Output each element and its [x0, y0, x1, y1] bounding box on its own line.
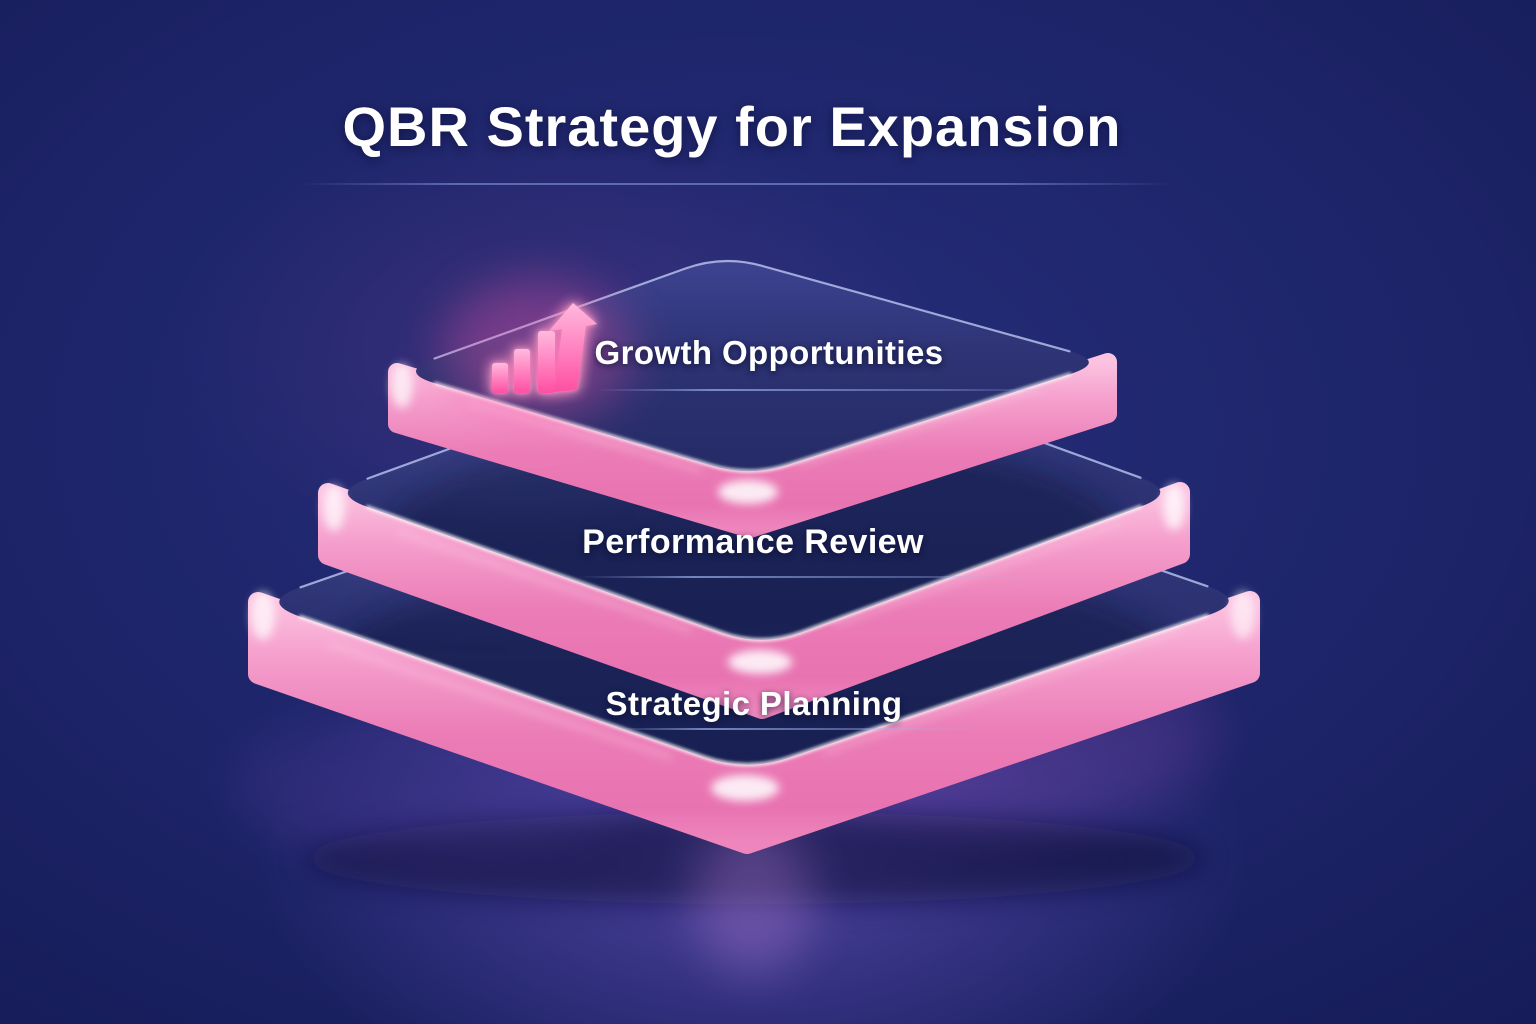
strategic-label-underline [612, 728, 984, 730]
layer-label-growth-opportunities: Growth Opportunities [594, 334, 944, 371]
performance-label-underline [578, 576, 1038, 578]
growth-trend-icon [442, 280, 632, 424]
layer-label-performance-review: Performance Review [582, 523, 924, 561]
layer-label-strategic-planning: Strategic Planning [605, 685, 903, 722]
growth-label-underline [596, 389, 1066, 391]
title-underline [300, 183, 1172, 185]
page-title: QBR Strategy for Expansion [342, 95, 1122, 158]
